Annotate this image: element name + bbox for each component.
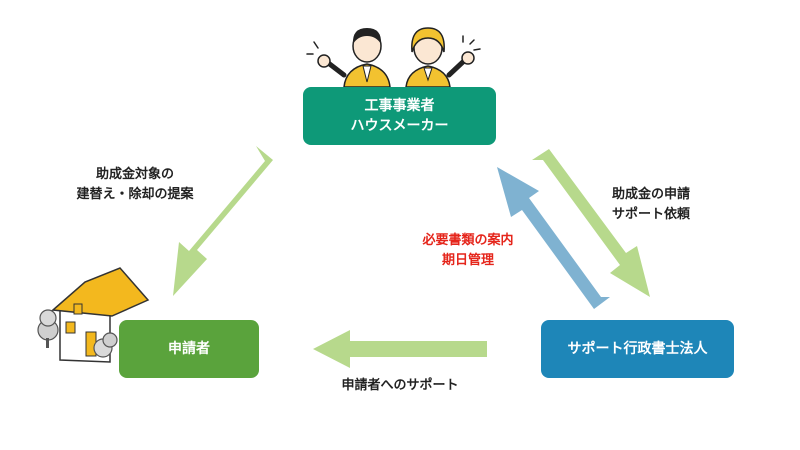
docs-label: 必要書類の案内 期日管理 xyxy=(408,231,528,271)
contractor-node: 工事事業者 ハウスメーカー xyxy=(303,87,496,145)
applicant-node: 申請者 xyxy=(119,320,259,378)
house-icon xyxy=(37,267,150,363)
docs-label-line2: 期日管理 xyxy=(441,253,494,268)
arrow-contractor-to-support xyxy=(532,149,650,297)
arrow-support-to-applicant xyxy=(313,330,487,368)
arrow-support-to-contractor xyxy=(497,167,610,309)
business-people-icon xyxy=(306,27,481,88)
arrow-contractor-to-applicant xyxy=(173,146,273,296)
request-label-line1: 助成金の申請 xyxy=(612,187,691,202)
proposal-label-line1: 助成金対象の xyxy=(95,167,174,182)
proposal-label: 助成金対象の 建替え・除却の提案 xyxy=(65,165,205,205)
contractor-node-line2: ハウスメーカー xyxy=(350,118,449,134)
support-node-label: サポート行政書士法人 xyxy=(567,341,708,357)
docs-label-line1: 必要書類の案内 xyxy=(422,233,514,248)
support-node: サポート行政書士法人 xyxy=(541,320,734,378)
request-label: 助成金の申請 サポート依頼 xyxy=(612,185,690,225)
support-to-applicant-label: 申請者へのサポート xyxy=(341,378,459,393)
contractor-node-line1: 工事事業者 xyxy=(364,98,435,114)
proposal-label-line2: 建替え・除却の提案 xyxy=(76,187,194,202)
applicant-node-label: 申請者 xyxy=(168,341,210,357)
request-label-line2: サポート依頼 xyxy=(612,207,691,222)
